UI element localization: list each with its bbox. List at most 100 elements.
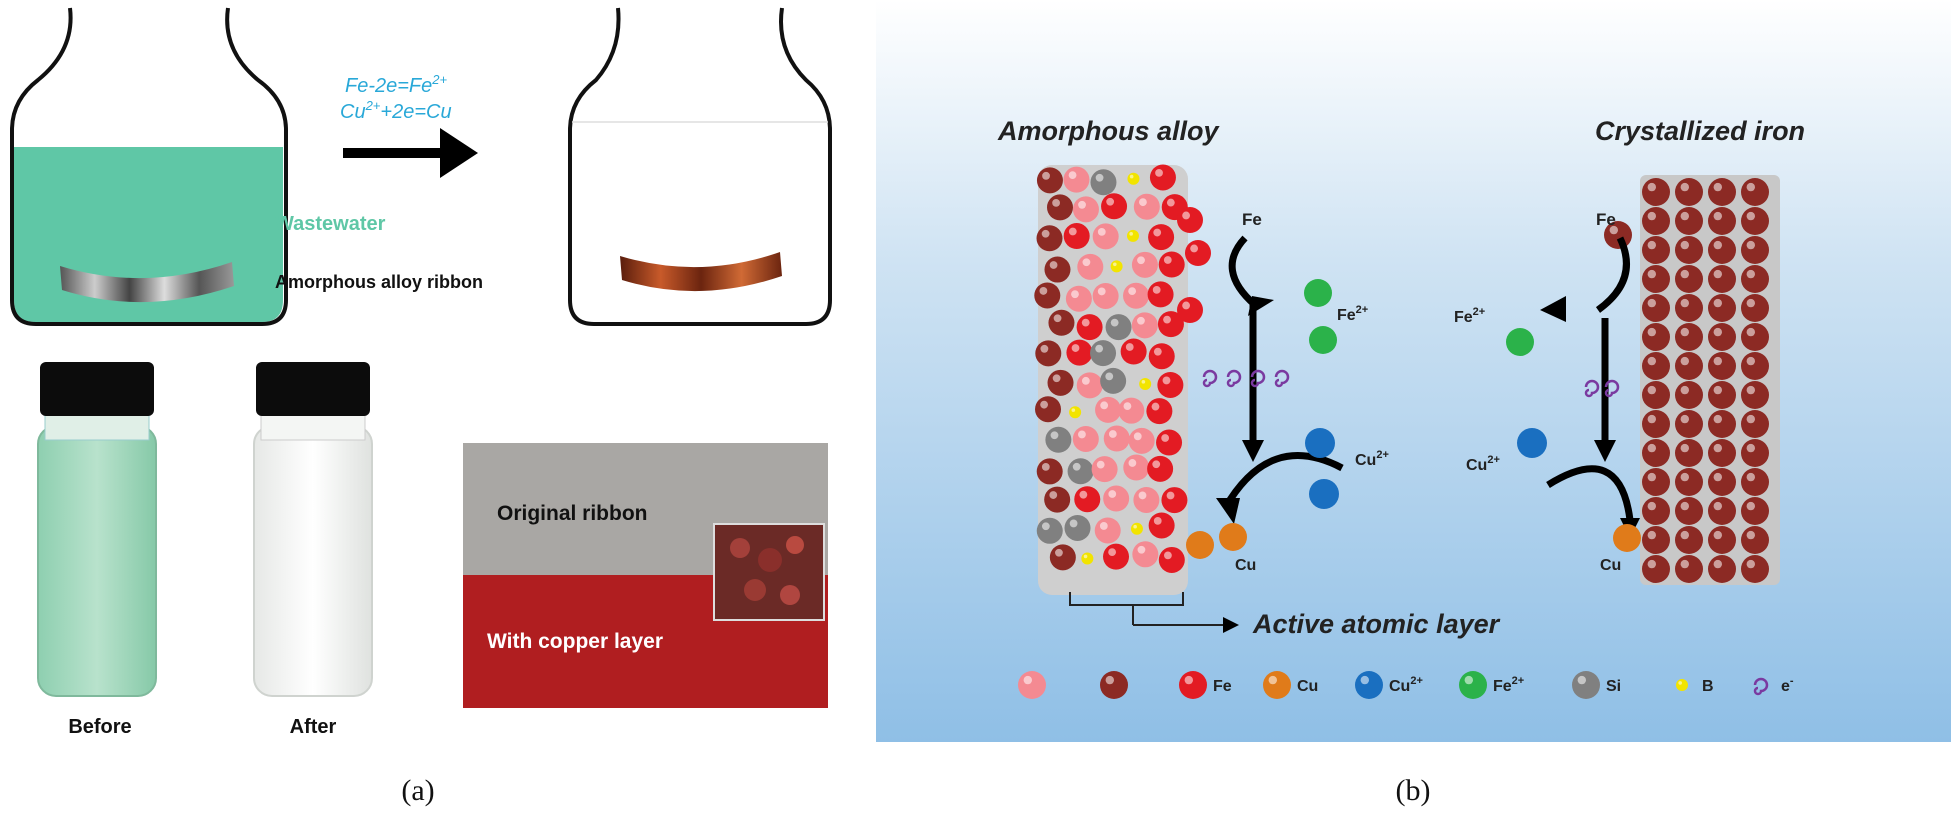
fe-crystal-atom — [1741, 468, 1769, 496]
fe-crystal-atom — [1675, 410, 1703, 438]
fe-crystal-atom — [1708, 323, 1736, 351]
pink-atom — [1095, 396, 1122, 423]
fe-atom — [1076, 314, 1103, 341]
legend-label: e- — [1781, 675, 1794, 695]
pink-atom — [1065, 285, 1092, 312]
equation-oxidation: Fe-2e=Fe2+ — [345, 72, 447, 97]
crystal-title: Crystallized iron — [1595, 116, 1805, 146]
vial-before — [37, 362, 157, 697]
fe-crystal-atom — [1741, 381, 1769, 409]
si-atom — [1090, 340, 1117, 367]
fe-crystal-atom — [1741, 178, 1769, 206]
fe-atom — [1146, 398, 1173, 425]
dark-atom — [1035, 340, 1062, 367]
cu-atom-left-2 — [1219, 523, 1247, 551]
dark-atom — [1045, 426, 1072, 453]
legend-label: B — [1702, 678, 1714, 695]
fe-atom — [1148, 512, 1175, 539]
fe-crystal-atom — [1708, 294, 1736, 322]
cu2-label-left: Cu2+ — [1355, 449, 1389, 469]
fe-label-left: Fe — [1242, 210, 1262, 229]
pink-atom — [1094, 517, 1121, 544]
fe-crystal-atom — [1675, 294, 1703, 322]
cu2-ion-left-2 — [1309, 479, 1339, 509]
b-atom — [1126, 229, 1139, 242]
panel-b: Amorphous alloy Crystallized iron Fe Fe2… — [876, 0, 1951, 807]
b-atom — [1110, 260, 1123, 273]
fe-crystal-atom — [1708, 236, 1736, 264]
fe-crystal-atom — [1642, 497, 1670, 525]
crystal-atoms — [1604, 178, 1769, 583]
b-atom — [1139, 377, 1152, 390]
pink-atom — [1072, 196, 1099, 223]
copper-ribbon — [620, 252, 782, 292]
fe-atom — [1063, 223, 1090, 250]
copper-powder-inset — [713, 523, 825, 621]
electrons-right — [1584, 379, 1620, 398]
fe-crystal-atom — [1741, 410, 1769, 438]
fe-atom — [1120, 338, 1147, 365]
fe-atom — [1158, 251, 1185, 278]
fe-crystal-atom — [1675, 207, 1703, 235]
fe-crystal-atom — [1708, 555, 1736, 583]
pink-atom — [1092, 282, 1119, 309]
fe-crystal-atom — [1675, 439, 1703, 467]
pink-atom — [1123, 454, 1150, 481]
electron-icon — [1226, 369, 1242, 388]
fe-label-right: Fe — [1596, 210, 1616, 229]
fe-crystal-atom — [1642, 236, 1670, 264]
fe-crystal-atom — [1708, 265, 1736, 293]
pink-atom — [1063, 166, 1090, 193]
pink-atom — [1128, 427, 1155, 454]
fe-crystal-atom — [1708, 526, 1736, 554]
fe-atom — [1158, 546, 1185, 573]
fe-crystal-atom — [1708, 468, 1736, 496]
left-reaction — [1186, 235, 1344, 559]
legend-label: Si — [1606, 678, 1621, 695]
reaction-arrow — [343, 128, 478, 178]
fe-atom — [1161, 487, 1188, 514]
b-atom — [1069, 406, 1082, 419]
caption-b: (b) — [1396, 774, 1431, 807]
cu2-ion-left-1 — [1305, 428, 1335, 458]
fe-crystal-atom — [1708, 439, 1736, 467]
fe-atom — [1148, 343, 1175, 370]
si-atom — [1100, 367, 1127, 394]
dark-atom — [1044, 486, 1071, 513]
fe-crystal-atom — [1741, 526, 1769, 554]
amorphous-title: Amorphous alloy — [997, 116, 1221, 146]
electron-icon — [1274, 369, 1290, 388]
fe-crystal-atom — [1642, 207, 1670, 235]
legend-swatch — [1572, 671, 1600, 699]
b-atom — [1127, 172, 1140, 185]
ribbon-label: Amorphous alloy ribbon — [275, 272, 483, 292]
pink-atom — [1133, 193, 1160, 220]
pink-atom — [1132, 541, 1159, 568]
legend-label: Cu — [1297, 678, 1318, 695]
treated-flask — [568, 7, 832, 326]
vial-after — [253, 362, 373, 697]
fe-atom — [1103, 543, 1130, 570]
fe-atom — [1147, 455, 1174, 482]
pink-atom — [1131, 251, 1158, 278]
fe-crystal-atom — [1642, 294, 1670, 322]
si-atom — [1064, 514, 1091, 541]
steel-ribbon — [60, 262, 234, 303]
electron-icon — [1584, 379, 1600, 398]
amorphous-atoms — [1034, 164, 1211, 573]
fe-crystal-atom — [1741, 294, 1769, 322]
fe-crystal-atom — [1642, 410, 1670, 438]
fe-atom — [1101, 193, 1128, 220]
fe-crystal-atom — [1708, 410, 1736, 438]
pink-atom — [1123, 282, 1150, 309]
cu-label-left: Cu — [1235, 557, 1256, 574]
fe-crystal-atom — [1708, 178, 1736, 206]
legend-swatch — [1676, 679, 1688, 691]
vial-cap-before — [40, 362, 154, 416]
electron-icon — [1250, 369, 1266, 388]
pink-atom — [1103, 425, 1130, 452]
legend-swatch — [1355, 671, 1383, 699]
wastewater-label: Wastewater — [275, 213, 386, 235]
fe-crystal-atom — [1741, 265, 1769, 293]
fe-crystal-atom — [1708, 352, 1736, 380]
